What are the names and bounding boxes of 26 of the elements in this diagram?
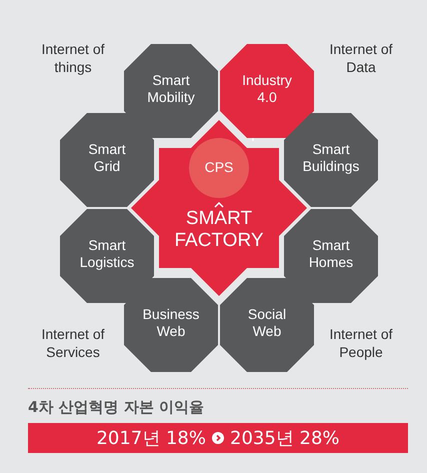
octagon-node [220,278,314,372]
octagon-node [60,113,154,207]
node-label: Smart Mobility [146,72,196,106]
node-label: Industry 4.0 [241,72,293,106]
corner-label: Internet of Data [328,40,394,76]
node-label: Smart Grid [87,141,127,175]
node-label: Smart Logistics [78,237,136,271]
octagon-node [60,209,154,303]
octagon-node [220,44,314,138]
corner-label: Internet of Services [40,325,106,361]
node-label: Social Web [246,306,288,340]
node-label: Smart Buildings [302,141,360,175]
banner-text: 2035년 28% [230,427,340,450]
heading-text: 4차 산업혁명 자본 이익율 [28,398,204,417]
node-label: Smart Homes [308,237,354,271]
corner-label: Internet of things [40,40,106,76]
octagon-node [124,278,218,372]
node-label: SMART FACTORY [173,208,265,252]
octagon-node [284,113,378,207]
banner-text: 2017년 18% [96,427,206,450]
node-label: Business Web [142,306,200,340]
corner-label: Internet of People [328,325,394,361]
circle-node [189,138,249,198]
octagon-node [124,44,218,138]
octagon-node [284,209,378,303]
node-label: CPS [204,159,234,176]
